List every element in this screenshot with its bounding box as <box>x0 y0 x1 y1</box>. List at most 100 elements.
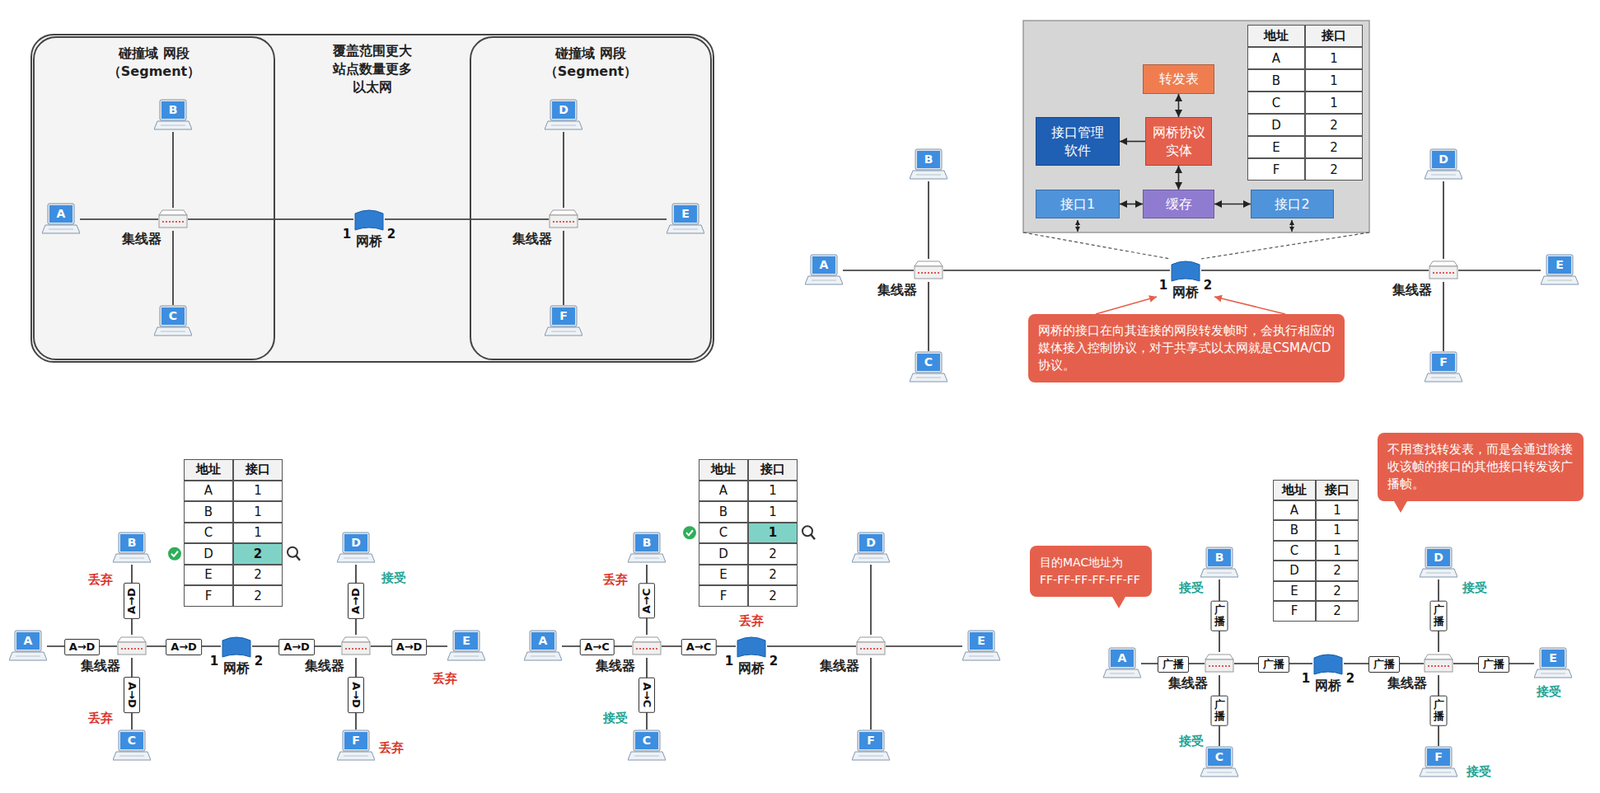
laptop-letter: D <box>1424 150 1463 169</box>
port-number: 1 <box>342 226 351 242</box>
check-icon <box>683 525 697 539</box>
laptop-node: C <box>112 729 151 763</box>
port-number: 2 <box>1203 277 1212 293</box>
laptop-keys <box>1207 572 1232 574</box>
connector-line <box>79 218 159 220</box>
status-label: 接受 <box>1462 580 1488 595</box>
label-anchor: 1 <box>233 500 283 523</box>
zoom-leader <box>1201 232 1370 259</box>
table-cell: 2 <box>748 584 798 607</box>
bridge-body <box>222 636 251 657</box>
bridge-label: 网桥 <box>738 659 765 677</box>
table-cell: B <box>1247 69 1306 92</box>
label-anchor: 2 <box>1305 113 1363 136</box>
table-cell: F <box>1272 600 1316 622</box>
label-anchor: 2 <box>1305 135 1363 159</box>
table-cell: 2 <box>1305 158 1363 181</box>
laptop-keys <box>48 229 74 230</box>
laptop-node: D <box>851 531 890 565</box>
laptop-node: D <box>1419 546 1458 580</box>
table-cell: 1 <box>1315 519 1359 541</box>
frame-label: A→D <box>123 582 141 619</box>
laptop-letter: E <box>1534 649 1572 667</box>
label-anchor: D <box>1272 560 1316 581</box>
connector-line <box>384 218 549 220</box>
hub-icon <box>116 634 147 658</box>
label-anchor: B <box>1272 519 1316 541</box>
hub-port-dot <box>134 647 136 650</box>
region-box: BA集线器C碰撞域 网段（Segment）网桥D集线器EF碰撞域 网段（Segm… <box>30 33 715 363</box>
laptop-base <box>1540 276 1579 285</box>
label-anchor: D <box>698 542 749 565</box>
connector-line <box>870 564 872 635</box>
port-number: 1 <box>210 653 219 669</box>
laptop-node: D <box>336 531 375 565</box>
label-anchor: 2 <box>748 542 798 565</box>
label-anchor: 1 <box>233 480 283 502</box>
laptop-keys <box>160 331 186 333</box>
bridge-node: 网桥 <box>1169 257 1202 283</box>
laptop-letter: D <box>851 533 890 552</box>
status-label: 丢弃 <box>603 571 628 587</box>
frame-label: A→D <box>64 638 101 655</box>
bridge-label: 网桥 <box>223 659 250 677</box>
table-cell: D <box>183 542 234 565</box>
table-cell: A <box>183 480 234 502</box>
label-anchor: 地址 <box>698 458 749 481</box>
label-anchor: 1 <box>748 480 798 502</box>
hub-label: 集线器 <box>121 230 162 248</box>
laptop-node: C <box>627 729 666 763</box>
laptop-letter: C <box>1200 748 1239 766</box>
label-anchor: 1 <box>748 500 798 523</box>
laptop-base <box>962 651 1001 660</box>
laptop-letter: A <box>804 256 843 274</box>
hub-top <box>1429 261 1458 267</box>
hub-port-dot <box>1218 664 1221 667</box>
label-anchor: C <box>698 522 749 544</box>
connector-line <box>187 218 354 220</box>
hub-node: 集线器 <box>1428 258 1459 282</box>
hub-top <box>549 210 578 216</box>
laptop-keys <box>343 557 369 559</box>
connector-line <box>578 218 667 220</box>
hub-port-dot <box>168 220 171 223</box>
hub-port-dot <box>1437 664 1440 667</box>
table-cell: E <box>698 564 749 586</box>
table-header: 接口 <box>233 458 283 481</box>
bridge-body <box>1314 654 1343 674</box>
hub-port-dot <box>358 647 361 650</box>
table-cell: E <box>1272 580 1316 602</box>
label-anchor: D <box>183 542 234 565</box>
hub-port-dot <box>345 647 347 650</box>
table-cell: B <box>698 500 749 523</box>
table-cell: A <box>1272 500 1316 521</box>
laptop-base <box>154 121 192 130</box>
hub-icon <box>856 634 886 658</box>
hub-port-dot <box>562 220 565 223</box>
box-label: 网桥协议实体 <box>1150 123 1207 160</box>
table-cell: D <box>1247 113 1306 136</box>
laptop-letter: F <box>544 307 583 325</box>
hub-label: 集线器 <box>877 281 917 299</box>
hub-port-dot <box>1452 271 1455 274</box>
laptop-keys <box>634 557 660 559</box>
label-anchor: 1 <box>1305 91 1363 114</box>
connector-line <box>1458 269 1541 272</box>
hub-port-dot <box>175 220 178 223</box>
table-cell: 2 <box>233 564 283 586</box>
laptop-node: D <box>1424 148 1463 182</box>
hub-port-dot <box>556 220 558 223</box>
status-label: 接受 <box>1536 683 1562 699</box>
label-anchor: 2 <box>233 542 283 565</box>
hub-label: 集线器 <box>595 657 636 674</box>
hub-port-dot <box>917 271 920 274</box>
laptop-keys <box>968 655 994 657</box>
frame-label: A→C <box>638 676 655 712</box>
laptop-base <box>336 553 375 562</box>
hub-port-dot <box>1215 664 1217 667</box>
process-box: 网桥协议实体 <box>1145 116 1212 166</box>
hub-port-dot <box>1221 664 1224 667</box>
region-box: BA集线器C碰撞域 网段（Segment） <box>32 36 276 361</box>
label-anchor: 2 <box>1315 600 1359 622</box>
laptop-base <box>1424 373 1463 382</box>
